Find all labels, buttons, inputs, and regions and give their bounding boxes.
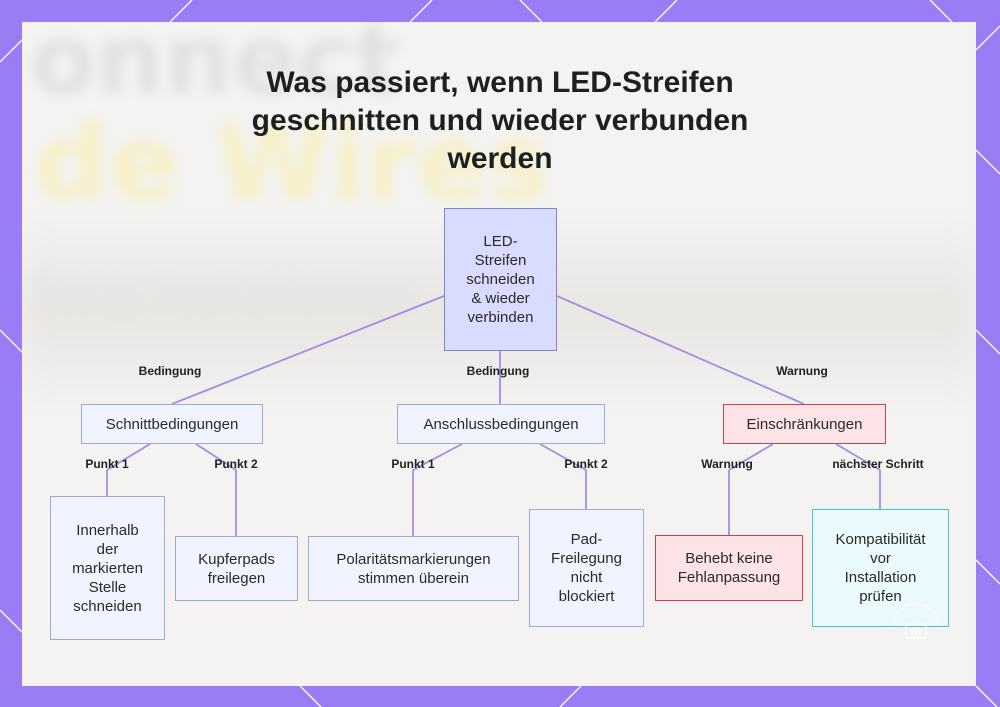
edge-label: Warnung [701,457,753,471]
edge-label: Punkt 1 [85,457,129,471]
edge-conn-p2 [539,443,587,471]
node-polarity: Polaritätsmarkierungen stimmen überein [308,536,519,601]
node-pad-clear: Pad- Freilegung nicht blockiert [529,509,644,627]
edge-label: Punkt 2 [564,457,608,471]
edge-cut-p2 [195,443,237,471]
node-check-compatibility: Kompatibilität vor Installation prüfen [812,509,949,627]
node-root: LED- Streifen schneiden & wieder verbind… [444,208,557,351]
node-cut-conditions: Schnittbedingungen [81,404,263,444]
edge-label: Warnung [776,364,828,378]
node-limitations: Einschränkungen [723,404,886,444]
edge-root-limit [556,295,805,405]
watermark-logo-icon [893,603,939,639]
node-no-fix: Behebt keine Fehlanpassung [655,535,803,601]
edge-limit-next [835,443,881,471]
node-expose-pads: Kupferpads freilegen [175,536,298,601]
edge-conn-p1 [412,443,463,471]
edge-cut-p1 [106,443,151,471]
node-connection-conditions: Anschlussbedingungen [397,404,605,444]
edge-label: nächster Schritt [832,457,924,471]
edge-root-cut [171,295,445,405]
edge-limit-warn [728,443,774,471]
diagram-title: Was passiert, wenn LED-Streifen geschnit… [251,66,749,175]
node-cut-inside: Innerhalb der markierten Stelle schneide… [50,496,165,640]
edge-label: Bedingung [138,364,202,378]
edge-label: Bedingung [466,364,530,378]
edge-label: Punkt 1 [391,457,435,471]
edge-label: Punkt 2 [214,457,258,471]
